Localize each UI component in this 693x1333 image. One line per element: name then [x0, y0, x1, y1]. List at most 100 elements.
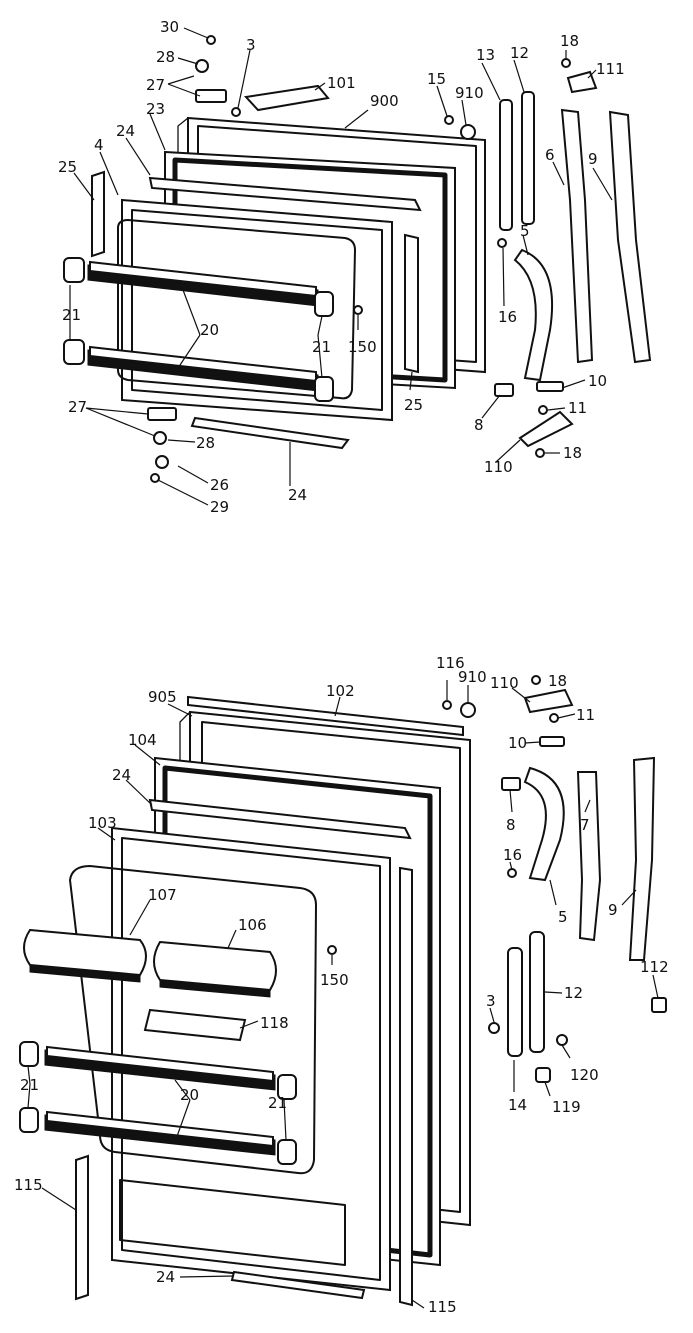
callout: 110: [484, 458, 513, 476]
shelf-end-cap: [277, 1139, 297, 1165]
callout: 110: [490, 674, 519, 692]
callout: 111: [596, 60, 625, 78]
callout: 16: [498, 308, 517, 326]
screw: [507, 868, 517, 878]
callout: 910: [458, 668, 487, 686]
hinge-plate: [523, 688, 574, 714]
shelf-end-cap: [63, 257, 85, 283]
screw: [531, 675, 541, 685]
hinge-shim: [536, 381, 564, 392]
callout: 12: [510, 44, 529, 62]
side-trim-right: [399, 866, 413, 1307]
hinge-bracket: [195, 89, 227, 103]
callout: 10: [508, 734, 527, 752]
door-handle: [523, 766, 565, 882]
callout: 24: [156, 1268, 175, 1286]
egg-tray: [143, 1008, 247, 1042]
hinge-bracket: [147, 407, 177, 421]
callout: 900: [370, 92, 399, 110]
screw: [561, 58, 571, 68]
callout: 3: [486, 992, 496, 1010]
callout: 25: [58, 158, 77, 176]
callout: 20: [200, 321, 219, 339]
screw: [535, 448, 545, 458]
handle-cover: [608, 110, 652, 364]
breaker-strip-bottom: [230, 1270, 366, 1300]
screw: [488, 1022, 500, 1034]
dairy-bin-106: [153, 940, 277, 998]
callout: 10: [588, 372, 607, 390]
callout: 23: [146, 100, 165, 118]
callout: 118: [260, 1014, 289, 1032]
callout: 27: [68, 398, 87, 416]
shelf-end-cap: [19, 1107, 39, 1133]
door-handle: [513, 248, 554, 382]
clip: [535, 1067, 551, 1083]
callout: 150: [348, 338, 377, 356]
callout: 106: [238, 916, 267, 934]
callout: 21: [268, 1094, 287, 1112]
leader-lines: [27, 27, 659, 1309]
handle-strip: [529, 931, 545, 1053]
callout: 28: [156, 48, 175, 66]
callout: 18: [548, 672, 567, 690]
screw: [206, 35, 216, 45]
upper-callouts: 30 28 27 3 101 900 15 910 13 12 18 111 2…: [58, 18, 625, 516]
callout: 25: [404, 396, 423, 414]
plug-square: [651, 997, 667, 1013]
side-trim-right: [404, 233, 419, 374]
callout: 16: [503, 846, 522, 864]
callout: 3: [246, 36, 256, 54]
shelf-bar-upper: [44, 1045, 276, 1091]
breaker-strip-top: [148, 798, 412, 840]
callout: 18: [563, 444, 582, 462]
screw: [150, 473, 160, 483]
callout: 102: [326, 682, 355, 700]
screw: [497, 238, 507, 248]
dairy-bin-107: [23, 928, 147, 983]
callout: 27: [146, 76, 165, 94]
screw: [153, 431, 167, 445]
plug-button: [460, 124, 476, 140]
shelf-end-cap: [277, 1074, 297, 1100]
callout: 14: [508, 1096, 527, 1114]
shelf-bar-lower: [44, 1110, 276, 1156]
plug-button: [460, 702, 476, 718]
callout: 29: [210, 498, 229, 516]
screw: [444, 115, 454, 125]
callout: 150: [320, 971, 349, 989]
screw: [549, 713, 559, 723]
handle-cover: [628, 756, 656, 961]
callout: 116: [436, 654, 465, 672]
handle-strip: [507, 947, 523, 1057]
callout: 7: [580, 816, 590, 834]
hinge-plate: [518, 410, 574, 448]
callout: 5: [520, 222, 530, 240]
screw: [231, 107, 241, 117]
callout: 6: [545, 146, 555, 164]
callout: 30: [160, 18, 179, 36]
callout: 101: [327, 74, 356, 92]
callout: 112: [640, 958, 669, 976]
callout: 910: [455, 84, 484, 102]
callout: 103: [88, 814, 117, 832]
screw: [538, 405, 548, 415]
shelf-end-cap: [314, 291, 334, 317]
handle-trim: [576, 771, 602, 942]
screw: [556, 1034, 568, 1046]
handle-cap: [243, 84, 330, 112]
callout: 21: [62, 306, 81, 324]
callout: 11: [576, 706, 595, 724]
breaker-strip-bottom: [190, 416, 350, 450]
callout: 8: [474, 416, 484, 434]
handle-strip: [499, 99, 513, 231]
screw: [442, 700, 452, 710]
shelf-end-cap: [19, 1041, 39, 1067]
screw: [155, 455, 169, 469]
callout: 4: [94, 136, 104, 154]
callout: 15: [427, 70, 446, 88]
callout: 24: [112, 766, 131, 784]
handle-strip: [521, 91, 535, 225]
screw: [195, 59, 209, 73]
callout: 21: [20, 1076, 39, 1094]
